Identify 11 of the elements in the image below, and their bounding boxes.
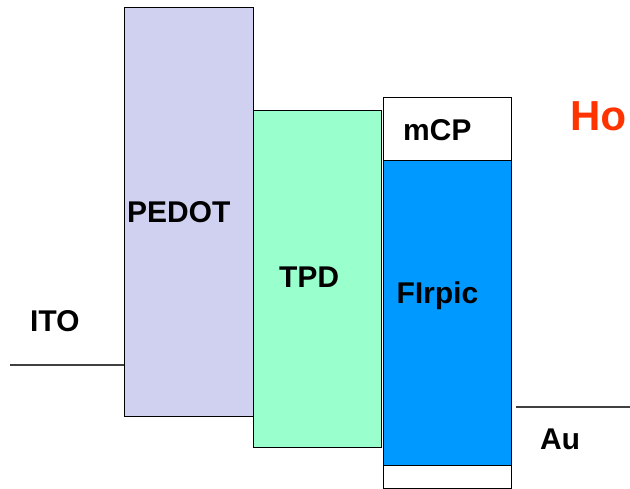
energy-band	[253, 110, 382, 448]
energy-band	[383, 97, 512, 489]
energy-band	[124, 7, 254, 417]
layer-label: FIrpic	[396, 279, 478, 309]
layer-label: TPD	[279, 263, 339, 293]
energy-band	[382, 160, 512, 466]
layer-label: mCP	[403, 116, 472, 146]
layer-label: PEDOT	[127, 198, 230, 228]
electrode-label: Au	[540, 425, 580, 455]
electrode-label: ITO	[30, 307, 80, 337]
heading-text: Ho	[570, 95, 626, 137]
